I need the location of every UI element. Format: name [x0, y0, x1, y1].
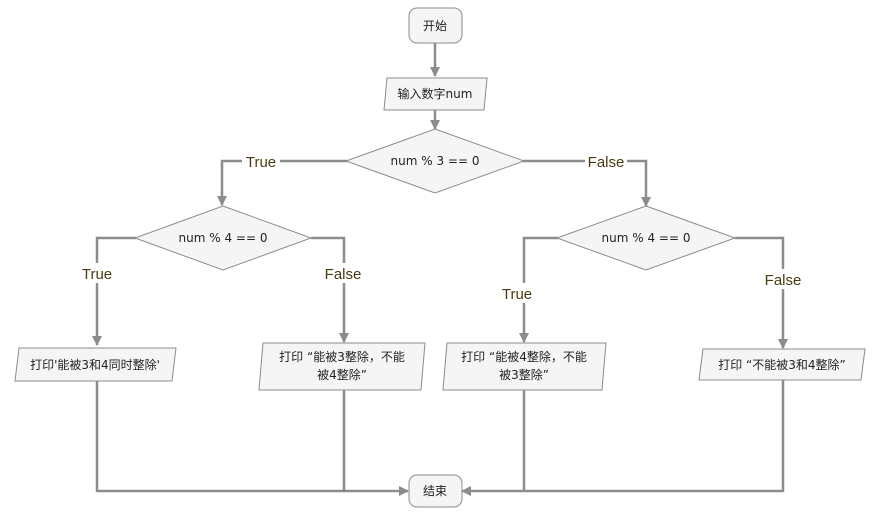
end-node: 结束 [408, 474, 463, 508]
print-3-not-4-label-line2: 被4整除” [317, 367, 367, 382]
print-both-node: 打印'能被3和4同时整除' [14, 347, 177, 382]
print-both-label: 打印'能被3和4同时整除' [30, 357, 160, 372]
edge-mod3-true [217, 159, 347, 206]
edge-left-false [311, 236, 349, 343]
start-node-label: 开始 [423, 19, 447, 33]
decision-mod4-right: num % 4 == 0 [555, 205, 737, 271]
print-4-not-3-label-line1: 打印 “能被4整除，不能 [461, 349, 587, 364]
edge-left-true [92, 236, 136, 346]
decision-mod3-label: num % 3 == 0 [391, 154, 480, 168]
print-neither-label: 打印 “不能被3和4整除” [718, 357, 846, 372]
edge-label-left-false: False [325, 266, 362, 283]
start-node: 开始 [408, 7, 463, 44]
print-neither-node: 打印 “不能被3和4整除” [698, 348, 866, 381]
input-node-label: 输入数字num [398, 86, 473, 101]
edge-label-right-true: True [502, 286, 532, 303]
edge-print-neither-to-end [461, 380, 785, 496]
edges [92, 43, 788, 496]
edge-label-right-false: False [765, 272, 802, 289]
edge-label-mod3-false: False [588, 154, 625, 171]
print-4-not-3-node: 打印 “能被4整除，不能 被3整除” [442, 342, 607, 391]
print-4-not-3-label-line2: 被3整除” [499, 367, 549, 382]
end-node-label: 结束 [423, 484, 447, 498]
edge-right-true [519, 236, 558, 343]
decision-mod3: num % 3 == 0 [344, 128, 526, 194]
decision-mod4-left: num % 4 == 0 [133, 205, 313, 271]
edge-label-left-true: True [82, 266, 112, 283]
edge-labels: True False True False True False [78, 151, 805, 303]
edge-mod3-false [523, 159, 651, 207]
print-3-not-4-label-line1: 打印 “能被3整除，不能 [279, 349, 405, 364]
input-node: 输入数字num [383, 77, 488, 111]
print-3-not-4-node: 打印 “能被3整除，不能 被4整除” [258, 342, 426, 391]
edge-print-both-to-end [95, 381, 409, 496]
decision-mod4-left-label: num % 4 == 0 [179, 231, 268, 245]
decision-mod4-right-label: num % 4 == 0 [602, 231, 691, 245]
edge-label-mod3-true: True [246, 154, 276, 171]
edge-right-false [735, 236, 788, 349]
